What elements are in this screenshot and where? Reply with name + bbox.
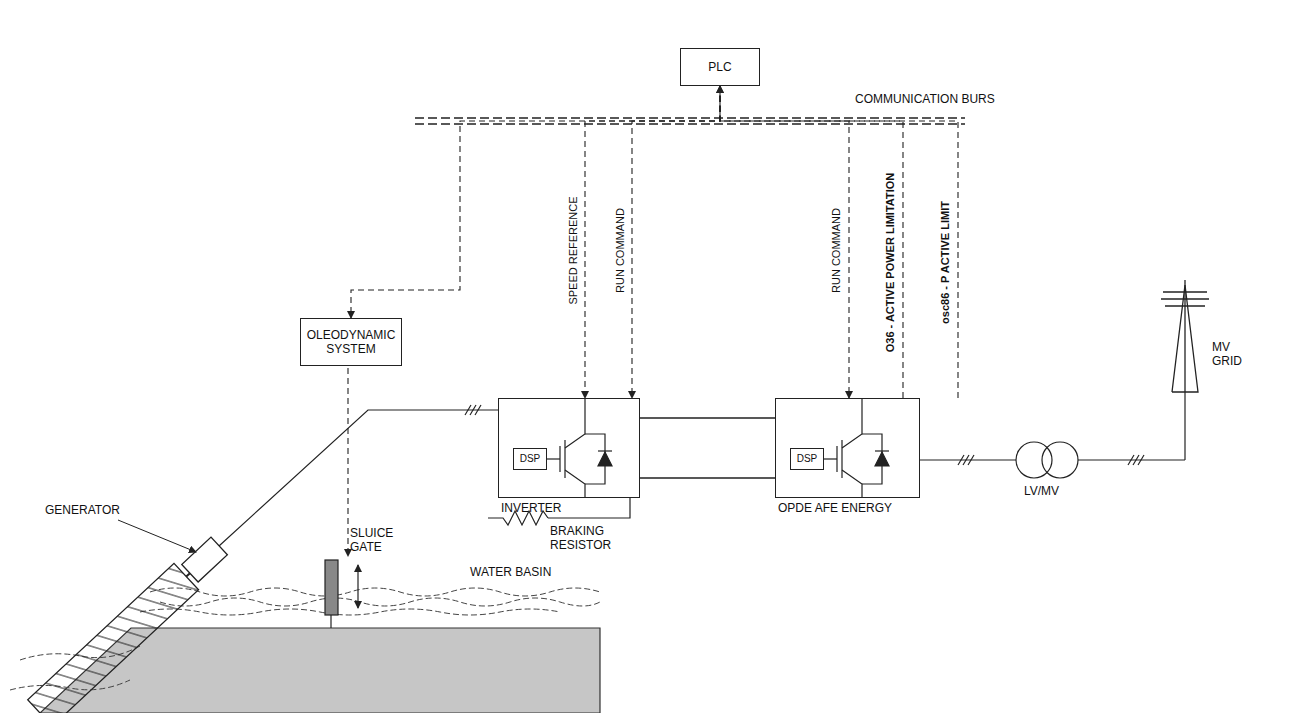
part-label: WATER BASIN xyxy=(470,565,551,579)
igbt-symbol xyxy=(875,450,889,451)
generator-cable xyxy=(219,405,498,546)
igbt-symbol xyxy=(564,440,565,478)
screw-turbine xyxy=(186,573,190,576)
generator-cable xyxy=(470,405,476,415)
igbt-symbol xyxy=(841,440,842,478)
grid-connection xyxy=(968,455,974,465)
box-caption: INVERTER xyxy=(501,501,561,515)
igbt-symbol xyxy=(559,446,560,472)
box-label: DSP xyxy=(520,452,541,466)
part-label: SLUICE GATE xyxy=(350,526,410,554)
grid-connection xyxy=(920,392,1185,478)
transformer-winding xyxy=(1042,442,1078,478)
dc-link xyxy=(640,418,775,478)
sluice-gate xyxy=(330,615,331,628)
screw-turbine xyxy=(28,533,232,713)
signal-connector xyxy=(720,86,849,398)
water-basin xyxy=(140,609,560,615)
signal-connector xyxy=(585,86,720,398)
part-label: MV GRID xyxy=(1212,340,1262,368)
signal-connector xyxy=(720,86,903,398)
grid-connection xyxy=(963,455,969,465)
signal-label: RUN COMMAND xyxy=(613,207,626,294)
dsp-box: DSP xyxy=(790,448,824,470)
igbt-symbol xyxy=(842,470,862,497)
pylon-symbol xyxy=(1184,280,1185,392)
communication-bus xyxy=(415,123,965,125)
igbt-symbol xyxy=(823,458,837,459)
sluice-gate xyxy=(325,560,358,628)
plc-box: PLC xyxy=(680,48,760,86)
signal-connector xyxy=(632,86,720,398)
pylon-symbol xyxy=(1161,298,1209,299)
resistor-symbol xyxy=(488,498,630,525)
igbt-symbol xyxy=(842,399,862,448)
igbt-symbol xyxy=(836,446,837,472)
grid-connection xyxy=(1128,455,1134,465)
generator-leader xyxy=(118,520,196,552)
sluice-gate xyxy=(325,560,338,615)
signal-label: RUN COMMAND xyxy=(829,207,842,294)
communication-bus xyxy=(415,117,965,119)
signal-label: O36 - ACTIVE POWER LIMITATION xyxy=(884,171,897,352)
pylon-symbol xyxy=(1163,291,1207,292)
generator-cable xyxy=(465,405,471,415)
grid-connection xyxy=(1138,455,1144,465)
box-caption: OPDE AFE ENERGY xyxy=(778,501,892,515)
water-basin xyxy=(160,598,600,606)
part-label: LV/MV xyxy=(1024,484,1059,498)
generator-cable xyxy=(219,410,498,546)
part-label: GENERATOR xyxy=(45,503,120,517)
pylon-symbol xyxy=(1165,305,1205,306)
screw-turbine xyxy=(28,563,199,713)
generator-cable xyxy=(475,405,481,415)
hydraulic-link xyxy=(347,368,348,556)
signal-label: SPEED REFERENCE xyxy=(567,195,580,305)
igbt-symbol xyxy=(546,458,560,459)
pylon-symbol xyxy=(1161,280,1209,392)
box-label: DSP xyxy=(797,452,818,466)
igbt-symbol xyxy=(598,450,612,451)
signal-connector xyxy=(720,86,958,398)
igbt-symbol xyxy=(565,470,585,497)
box-label: PLC xyxy=(708,60,731,74)
dsp-box: DSP xyxy=(513,448,547,470)
igbt-symbol xyxy=(565,399,585,448)
hydraulic-unit-box: OLEODYNAMIC SYSTEM xyxy=(300,318,402,366)
bus-label: COMMUNICATION BURS xyxy=(855,92,995,106)
igbt-symbol xyxy=(598,452,612,466)
igbt-symbol xyxy=(546,399,612,497)
inverter-box: INVERTERDSP xyxy=(498,398,640,498)
igbt-symbol xyxy=(875,452,889,466)
part-label: BRAKING RESISTOR xyxy=(550,524,620,552)
sluice-gate xyxy=(357,565,358,608)
grid-connection xyxy=(958,455,964,465)
grid-connection xyxy=(920,459,1016,460)
afe-box: OPDE AFE ENERGYDSP xyxy=(775,398,920,498)
box-label: OLEODYNAMIC SYSTEM xyxy=(301,328,401,356)
igbt-symbol xyxy=(823,399,889,497)
water-basin xyxy=(150,588,600,596)
grid-connection xyxy=(1184,392,1185,460)
signal-label: osc86 - P ACTIVE LIMIT xyxy=(938,200,951,325)
grid-connection xyxy=(1133,455,1139,465)
